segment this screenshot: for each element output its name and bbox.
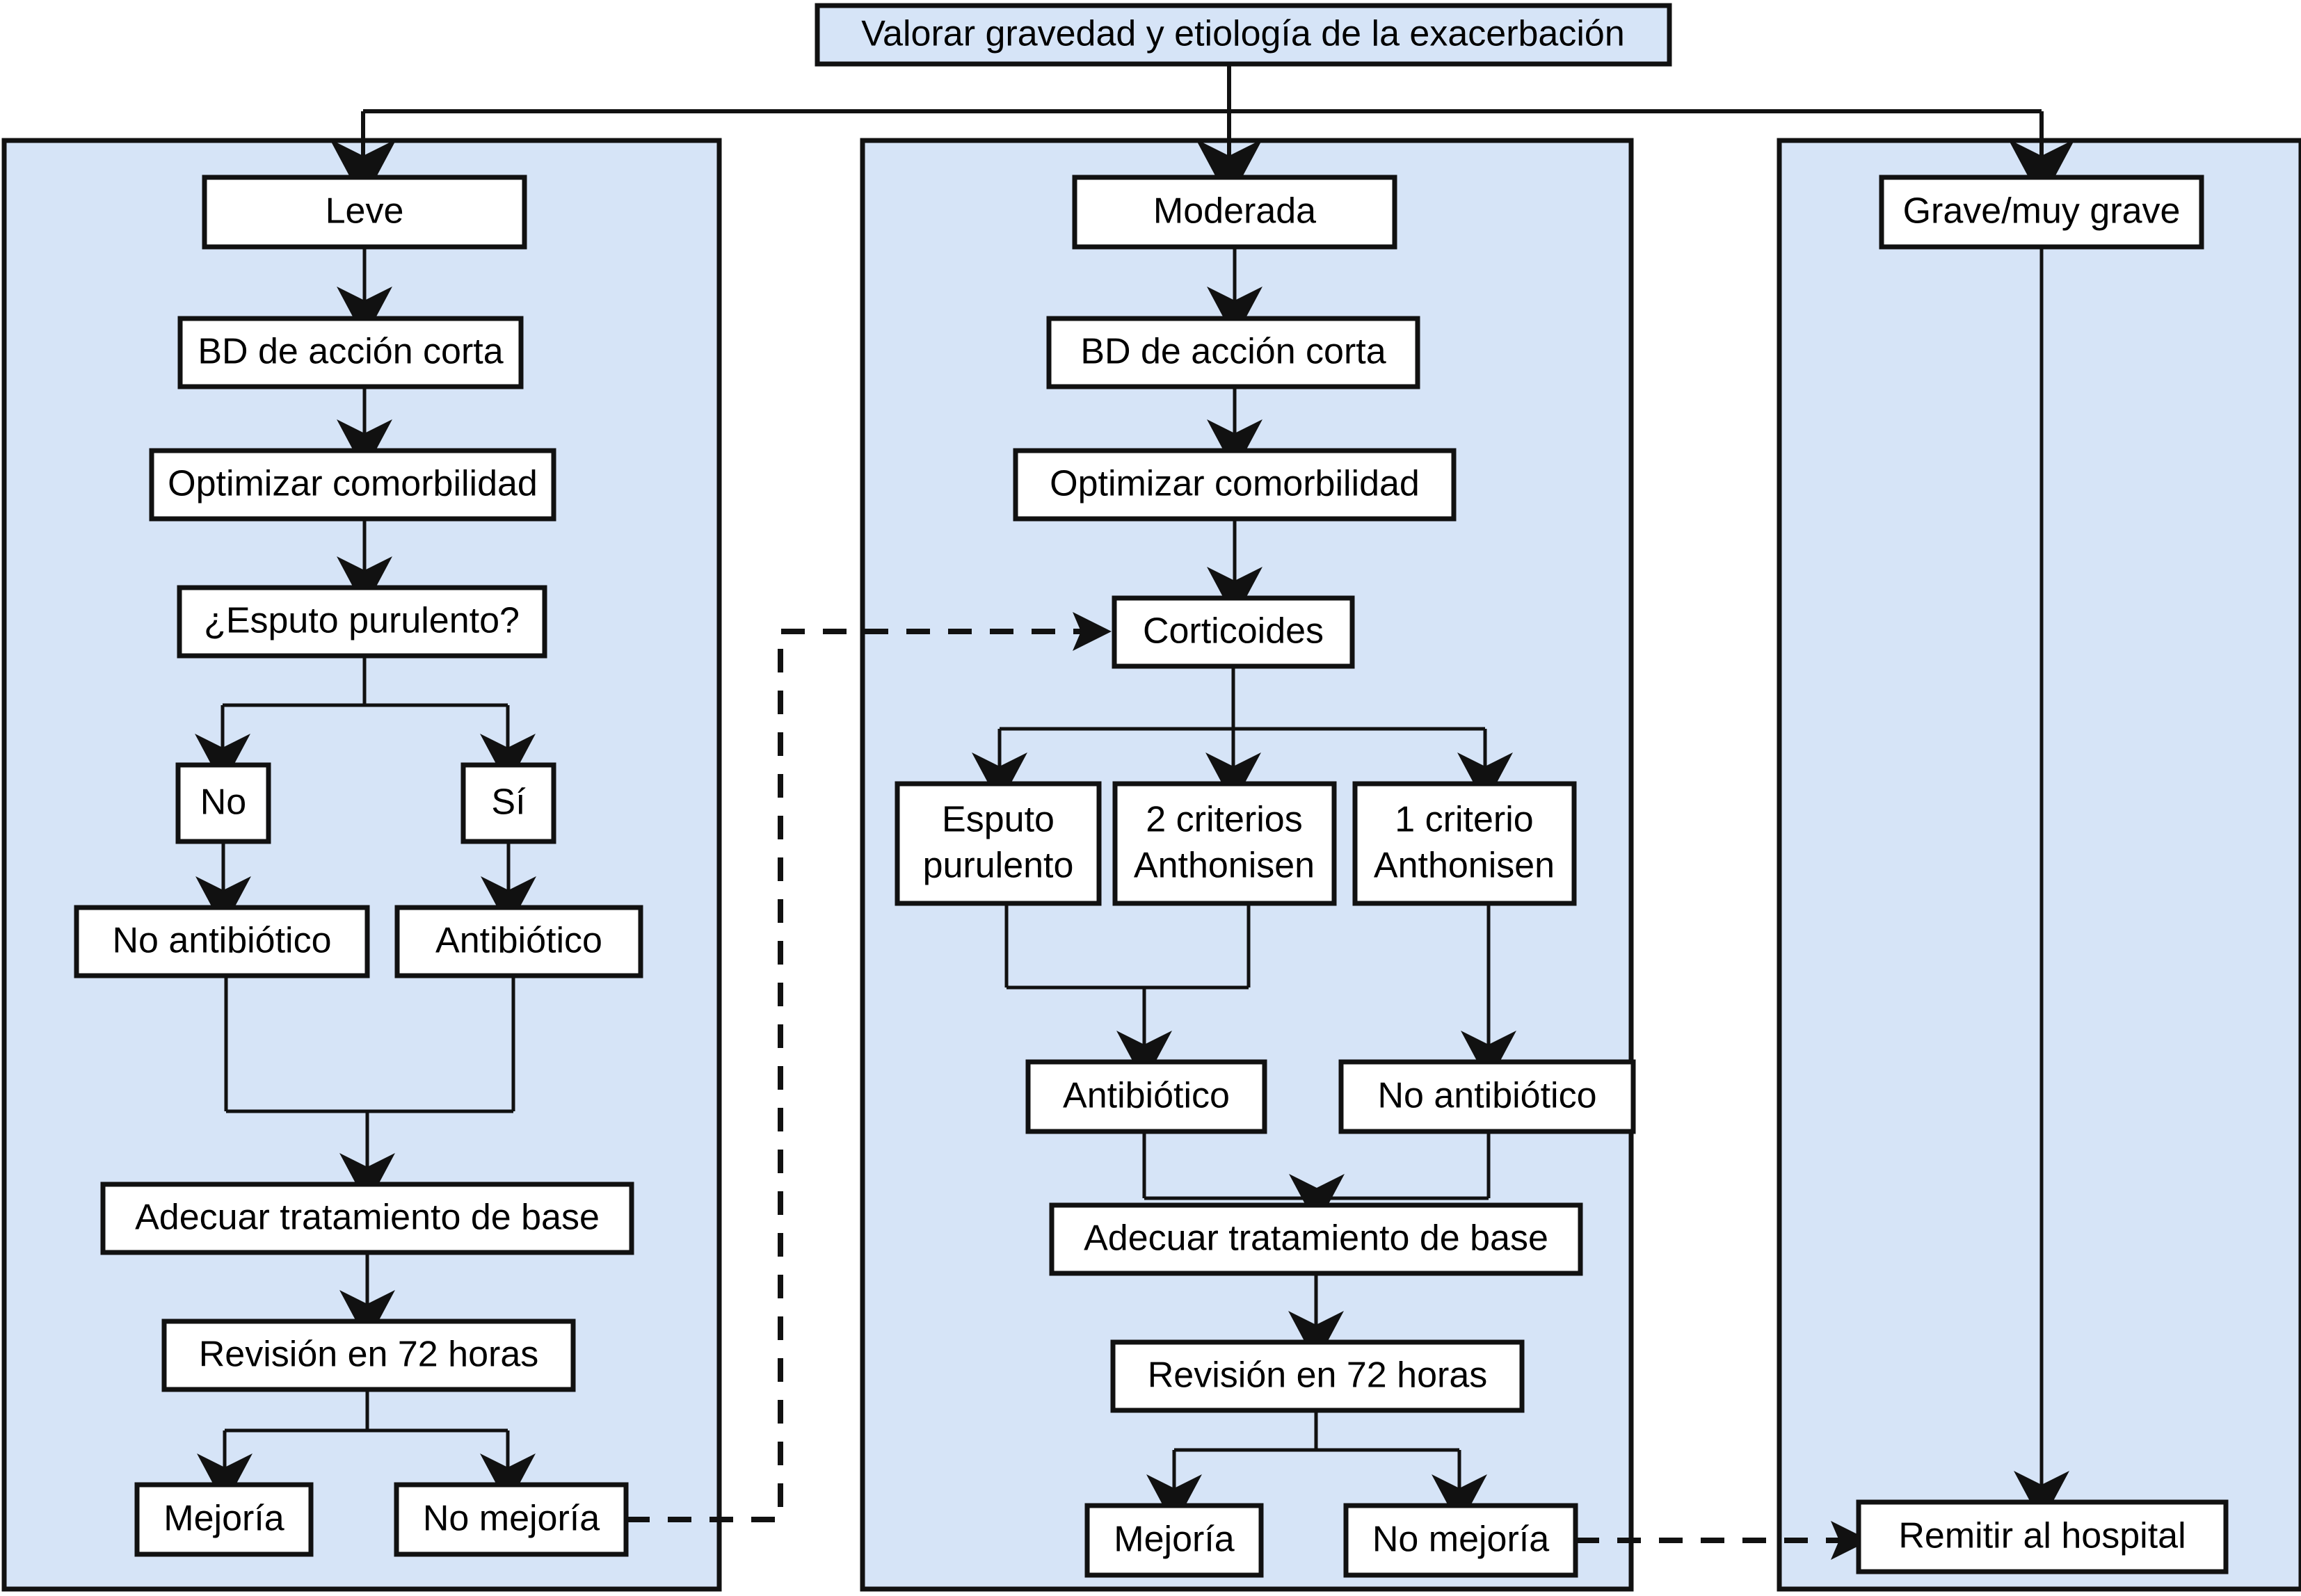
node-adecuar-leve-label: Adecuar tratamiento de base bbox=[135, 1198, 600, 1238]
node-esputo-purulento-line2: purulento bbox=[923, 846, 1074, 886]
node-bd-leve-label: BD de acción corta bbox=[198, 332, 503, 372]
node-leve-label: Leve bbox=[326, 191, 404, 232]
node-revision-moderada bbox=[1110, 1339, 1525, 1413]
node-no-antibiotico-moderada-label: No antibiótico bbox=[1377, 1076, 1596, 1116]
node-moderada bbox=[1072, 175, 1397, 250]
node-remitir-hospital-label: Remitir al hospital bbox=[1898, 1516, 2186, 1556]
node-2-criterios-line1: 2 criterios bbox=[1146, 800, 1302, 840]
node-si-label: Sí bbox=[491, 782, 526, 823]
node-bd-leve bbox=[177, 316, 524, 389]
node-1-criterio-line1: 1 criterio bbox=[1395, 800, 1533, 840]
node-no-mejoria-moderada bbox=[1343, 1503, 1578, 1578]
node-bd-moderada-label: BD de acción corta bbox=[1080, 332, 1386, 372]
node-optimizar-moderada bbox=[1013, 448, 1457, 522]
node-2-criterios-anthonisen bbox=[1112, 781, 1337, 906]
node-revision-moderada-label: Revisión en 72 horas bbox=[1148, 1355, 1488, 1396]
node-1-criterio-line2: Anthonisen bbox=[1374, 846, 1555, 886]
node-optimizar-leve-label: Optimizar comorbilidad bbox=[168, 464, 538, 504]
node-no-label: No bbox=[200, 782, 246, 823]
root-box-label: Valorar gravedad y etiología de la exace… bbox=[861, 14, 1625, 54]
node-adecuar-leve bbox=[100, 1182, 634, 1255]
node-mejoria-moderada-label: Mejoría bbox=[1114, 1520, 1234, 1560]
node-adecuar-moderada-label: Adecuar tratamiento de base bbox=[1084, 1218, 1548, 1259]
node-esputo-question-label: ¿Esputo purulento? bbox=[204, 601, 520, 641]
node-esputo-purulento-line1: Esputo bbox=[942, 800, 1055, 840]
node-remitir-hospital bbox=[1856, 1499, 2229, 1574]
node-no-antibiotico-moderada bbox=[1338, 1059, 1636, 1134]
node-antibiotico-leve-label: Antibiótico bbox=[435, 921, 602, 961]
node-optimizar-leve bbox=[149, 448, 556, 522]
node-bd-moderada bbox=[1046, 316, 1420, 389]
node-grave-label: Grave/muy grave bbox=[1903, 191, 2181, 232]
root-box bbox=[815, 3, 1672, 67]
node-esputo-purulento-moderada bbox=[895, 781, 1102, 906]
node-mejoria-moderada bbox=[1084, 1503, 1264, 1578]
node-revision-leve-label: Revisión en 72 horas bbox=[199, 1335, 539, 1375]
node-corticoides-label: Corticoides bbox=[1143, 611, 1324, 652]
node-2-criterios-line2: Anthonisen bbox=[1134, 846, 1315, 886]
node-grave bbox=[1879, 175, 2204, 250]
node-optimizar-moderada-label: Optimizar comorbilidad bbox=[1050, 464, 1420, 504]
edge-dashed-nomejoria-to-corticoides bbox=[626, 612, 1112, 1522]
node-antibiotico-moderada-label: Antibiótico bbox=[1063, 1076, 1230, 1116]
node-esputo-question bbox=[177, 585, 547, 659]
node-no-mejoria-leve-label: No mejoría bbox=[423, 1499, 600, 1539]
node-mejoria-leve-label: Mejoría bbox=[163, 1499, 284, 1539]
node-no-mejoria-moderada-label: No mejoría bbox=[1372, 1520, 1549, 1560]
node-antibiotico-moderada bbox=[1025, 1059, 1267, 1134]
node-no-antibiotico-leve-label: No antibiótico bbox=[112, 921, 331, 961]
node-mejoria-leve bbox=[134, 1482, 314, 1557]
node-1-criterio-anthonisen bbox=[1352, 781, 1577, 906]
node-moderada-label: Moderada bbox=[1153, 191, 1316, 232]
node-no-antibiotico-leve bbox=[74, 905, 370, 978]
node-no-mejoria-leve bbox=[394, 1482, 629, 1557]
node-si bbox=[460, 762, 556, 844]
node-antibiotico-leve bbox=[394, 905, 643, 978]
